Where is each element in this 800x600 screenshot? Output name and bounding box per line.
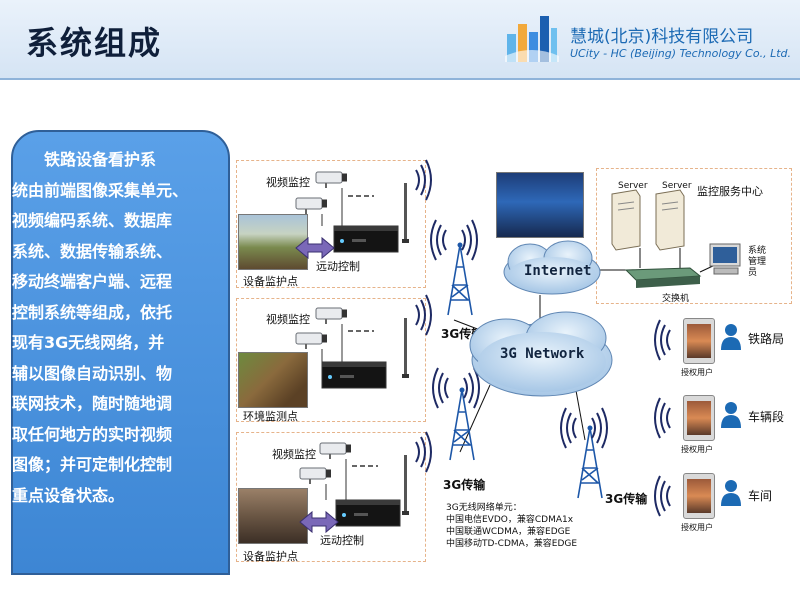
company-logo-icon (505, 16, 559, 62)
description-line: 移动终端客户端、远程 (12, 272, 173, 291)
description-line: 重点设备状态。 (12, 485, 125, 505)
description-line: 控制系统等组成，依托 (12, 302, 173, 322)
description-line: 取任何地方的实时视频 (12, 424, 173, 444)
description-line: 统由前端图像采集单元、 (12, 180, 189, 200)
company-name-en: UCity - HC (Beijing) Technology Co., Ltd… (570, 47, 791, 60)
phone-2-icon (683, 395, 715, 441)
site-photo-2 (238, 352, 308, 408)
description-line: 图像；并可定制化控制 (12, 455, 173, 474)
header-bar: 系统组成 慧城(北京)科技有限公司 UCity - HC (Beijing) T… (0, 0, 800, 80)
server-1-label: Server (618, 181, 648, 191)
description-line: 辅以图像自动识别、物 (12, 363, 173, 383)
site-2-site-label: 环境监测点 (243, 410, 298, 423)
switch-label: 交换机 (662, 294, 690, 304)
client-1-name: 铁路局 (748, 332, 785, 346)
client-3-name: 车间 (748, 489, 773, 503)
monitoring-room-photo (496, 172, 584, 238)
site-1-control-label: 远动控制 (316, 260, 360, 273)
center-label: 监控服务中心 (697, 185, 763, 198)
description-line: 系统、数据传输系统、 (12, 241, 173, 261)
site-photo-1 (238, 214, 308, 270)
description-line: 联网技术，随时随地调 (12, 394, 173, 413)
description-line: 现有3G无线网络，并 (12, 333, 165, 352)
description-line: 视频编码系统、数据库 (12, 211, 173, 230)
admin-label: 系统 管理 员 (748, 246, 767, 278)
network-info-line: 中国电信EVDO，兼容CDMA1x (446, 515, 574, 525)
description-text: 铁路设备看护系 统由前端图像采集单元、 视频编码系统、数据库 系统、数据传输系统… (12, 145, 220, 511)
description-line: 铁路设备看护系 (12, 150, 157, 169)
network-info-line: 中国移动TD-CDMA，兼容EDGE (446, 539, 578, 549)
network-info: 3G无线网络单元： 中国电信EVDO，兼容CDMA1x 中国联通WCDMA，兼容… (446, 502, 577, 550)
site-1-camera-label: 视频监控 (266, 176, 310, 189)
tower-3-label: 3G传输 (605, 492, 648, 506)
phone-3-icon (683, 473, 715, 519)
site-3-control-label: 远动控制 (320, 534, 364, 547)
client-3-user-label: 授权用户 (681, 523, 713, 532)
page-title: 系统组成 (26, 24, 163, 62)
site-2-camera-label: 视频监控 (266, 313, 310, 326)
phone-1-icon (683, 318, 715, 364)
network-info-line: 3G无线网络单元： (446, 503, 522, 513)
description-box (11, 130, 230, 575)
client-2-name: 车辆段 (748, 410, 785, 424)
site-3-site-label: 设备监护点 (243, 550, 298, 563)
tower-2-label: 3G传输 (443, 478, 486, 492)
site-photo-3 (238, 488, 308, 544)
network-label: 3G Network (500, 346, 585, 362)
internet-label: Internet (524, 263, 592, 279)
site-3-camera-label: 视频监控 (272, 448, 316, 461)
client-1-user-label: 授权用户 (681, 368, 713, 377)
site-1-site-label: 设备监护点 (243, 275, 298, 288)
company-name-cn: 慧城(北京)科技有限公司 (570, 27, 754, 47)
client-2-user-label: 授权用户 (681, 445, 713, 454)
server-2-label: Server (662, 181, 692, 191)
network-info-line: 中国联通WCDMA，兼容EDGE (446, 527, 571, 537)
tower-1-label: 3G传输 (441, 327, 484, 341)
